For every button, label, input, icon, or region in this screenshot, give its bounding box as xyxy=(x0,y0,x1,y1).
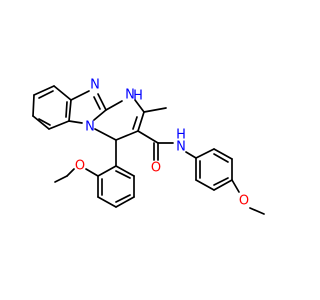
bond xyxy=(143,107,167,113)
bond xyxy=(93,109,107,121)
bond xyxy=(115,165,135,177)
molecule-structure: N N H N O N H O O xyxy=(32,78,265,215)
bond xyxy=(137,130,159,144)
bond xyxy=(70,90,90,101)
bond xyxy=(213,177,229,186)
bond xyxy=(38,118,51,126)
structure-canvas: N N H N O N H O O xyxy=(32,78,265,215)
bond xyxy=(185,151,197,159)
bond xyxy=(195,179,215,191)
atom-n-imine: N xyxy=(90,78,100,93)
bond xyxy=(115,130,139,141)
bond xyxy=(137,111,145,132)
bond xyxy=(231,179,240,193)
atom-n-bridge: N xyxy=(85,120,95,135)
bond xyxy=(48,120,70,130)
bond xyxy=(65,101,68,118)
bond xyxy=(132,116,138,130)
bond xyxy=(97,165,117,177)
bond xyxy=(115,194,131,203)
bond xyxy=(97,93,107,111)
atom-o-methoxy-right: O xyxy=(239,194,249,209)
atom-nh-ring-h: H xyxy=(133,89,143,104)
bond xyxy=(195,148,215,159)
bond xyxy=(93,96,101,110)
bond xyxy=(249,207,265,215)
bond xyxy=(85,168,99,177)
bond xyxy=(38,90,54,99)
bond xyxy=(97,196,117,208)
bond xyxy=(213,148,233,160)
bond xyxy=(68,120,83,124)
atom-n-amide: N xyxy=(176,140,186,155)
bond xyxy=(115,170,131,179)
bond xyxy=(213,153,229,163)
atom-n-amide-h: H xyxy=(176,128,186,143)
bond xyxy=(33,85,55,96)
bond xyxy=(32,94,35,117)
bond xyxy=(32,115,50,130)
bond xyxy=(66,168,75,177)
bond xyxy=(213,179,233,191)
bond xyxy=(53,85,72,101)
bond xyxy=(115,196,135,208)
atom-o-carbonyl: O xyxy=(151,161,161,176)
bond xyxy=(68,99,72,122)
bond xyxy=(105,100,123,111)
atom-nh-ring: N xyxy=(125,88,135,103)
bond xyxy=(94,128,117,141)
bond xyxy=(54,175,68,183)
atom-o-methoxy-left: O xyxy=(75,159,85,174)
bond xyxy=(134,99,145,113)
